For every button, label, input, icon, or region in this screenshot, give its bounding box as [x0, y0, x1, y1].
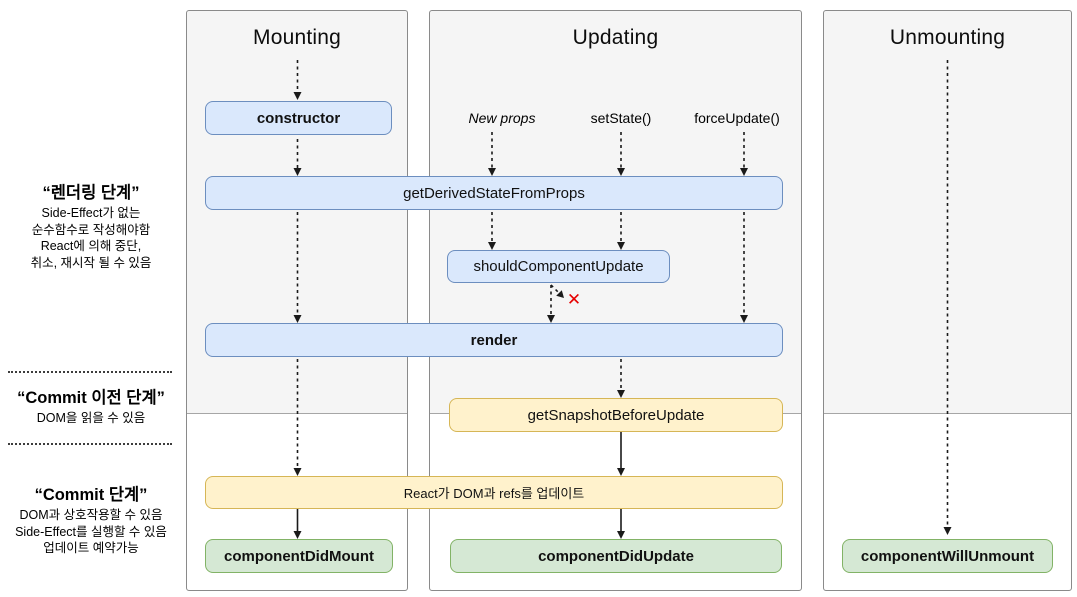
render-phase-line: React에 의해 중단, — [40, 239, 142, 253]
annotation-render-phase: “렌더링 단계” Side-Effect가 없는 순수함수로 작성해야함 Rea… — [4, 183, 178, 271]
arrow-render-to-reactupdates-mounting — [293, 359, 302, 476]
commit-phase-line: 업데이트 예약가능 — [43, 541, 139, 555]
lifecycle-box-getderivedstatefromprops: getDerivedStateFromProps — [205, 176, 783, 210]
dotted-separator-top — [8, 371, 172, 373]
lifecycle-box-constructor: constructor — [205, 101, 392, 135]
pre-commit-phase-title: “Commit 이전 단계” — [17, 389, 165, 407]
arrow-setstate-to-getderivedstatefromprops — [617, 132, 625, 176]
render-phase-line: 취소, 재시작 될 수 있음 — [30, 255, 152, 270]
lifecycle-box-getsnapshotbeforeupdate: getSnapshotBeforeUpdate — [449, 398, 783, 432]
lifecycle-box-render: render — [205, 323, 783, 357]
pre-commit-phase-line: DOM을 읽을 수 있음 — [36, 411, 146, 425]
lifecycle-box-componentwillunmount: componentWillUnmount — [842, 539, 1053, 573]
commit-phase-line: DOM과 상호작용할 수 있음 — [19, 508, 163, 522]
column-title-mounting: Mounting — [253, 26, 341, 49]
column-title-updating: Updating — [572, 26, 659, 49]
arrow-mounting-to-constructor — [293, 60, 302, 100]
trigger-label-setstate: setState() — [590, 110, 652, 126]
render-phase-line: 순수함수로 작성해야함 — [31, 222, 151, 237]
lifecycle-box-react-updates-dom: React가 DOM과 refs를 업데이트 — [205, 476, 783, 509]
arrow-getderivedstatefromprops-to-render-mounting — [293, 212, 302, 323]
arrow-unmounting-to-componentwillunmount — [943, 60, 952, 535]
dotted-separator-bottom — [8, 443, 172, 445]
trigger-label-new-props: New props — [468, 110, 536, 126]
arrow-shouldcomponentupdate-cancel-branch — [550, 284, 564, 298]
trigger-label-forceupdate: forceUpdate() — [694, 110, 780, 126]
arrow-getsnapshot-to-reactupdates — [617, 432, 625, 476]
arrow-forceupdate-bypass-to-render — [740, 212, 748, 323]
render-phase-line: Side-Effect가 없는 — [41, 206, 141, 220]
commit-phase-title: “Commit 단계” — [34, 486, 148, 504]
commit-phase-line: Side-Effect를 실행할 수 있음 — [15, 524, 167, 539]
arrow-render-to-getsnapshotbeforeupdate — [617, 359, 625, 398]
annotation-commit-phase: “Commit 단계” DOM과 상호작용할 수 있음 Side-Effect를… — [4, 485, 178, 557]
arrow-reactupdates-to-componentdidupdate — [617, 509, 625, 539]
arrow-newprops-to-getderivedstatefromprops — [488, 132, 496, 176]
arrow-constructor-to-getderivedstatefromprops — [293, 139, 302, 176]
lifecycle-box-componentdidupdate: componentDidUpdate — [450, 539, 782, 573]
skip-render-x-icon: ✕ — [566, 290, 582, 309]
column-title-unmounting: Unmounting — [889, 26, 1006, 49]
arrow-gdsfp-to-shouldcomponentupdate-left — [488, 212, 496, 250]
lifecycle-box-shouldcomponentupdate: shouldComponentUpdate — [447, 250, 670, 283]
annotation-pre-commit-phase: “Commit 이전 단계” DOM을 읽을 수 있음 — [4, 388, 178, 427]
render-phase-title: “렌더링 단계” — [42, 184, 140, 202]
arrow-gdsfp-to-shouldcomponentupdate-right — [617, 212, 625, 250]
arrow-reactupdates-to-componentdidmount — [293, 509, 302, 539]
lifecycle-box-componentdidmount: componentDidMount — [205, 539, 393, 573]
arrow-shouldcomponentupdate-to-render — [547, 285, 555, 323]
arrow-forceupdate-to-getderivedstatefromprops — [740, 132, 748, 176]
